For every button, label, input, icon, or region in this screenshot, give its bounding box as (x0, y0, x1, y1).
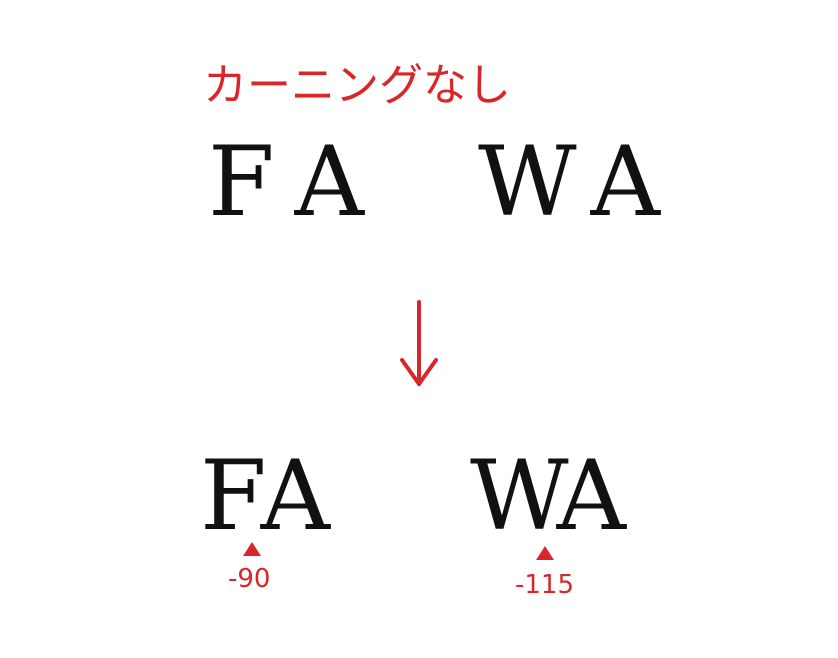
triangle-up-icon (243, 542, 261, 556)
letter-pair-fa-unkerned: F A (208, 134, 364, 230)
down-arrow-icon (400, 300, 438, 386)
glyph-a: A (556, 440, 626, 552)
caption-no-kerning: カーニングなし (203, 60, 511, 111)
glyph-f: F (200, 440, 267, 552)
glyph-w: W (470, 440, 569, 552)
letter-pair-wa-unkerned: W A (478, 134, 660, 230)
glyph-a: A (590, 126, 660, 238)
kern-value-fa: -90 (228, 564, 271, 594)
letter-pair-wa-kerned: W A (470, 448, 626, 544)
glyph-w: W (478, 126, 577, 238)
glyph-a: A (260, 440, 330, 552)
glyph-a: A (294, 126, 364, 238)
letter-pair-fa-kerned: F A (200, 448, 330, 544)
kern-value-wa: -115 (515, 570, 575, 600)
triangle-up-icon (536, 546, 554, 560)
glyph-f: F (208, 126, 275, 238)
